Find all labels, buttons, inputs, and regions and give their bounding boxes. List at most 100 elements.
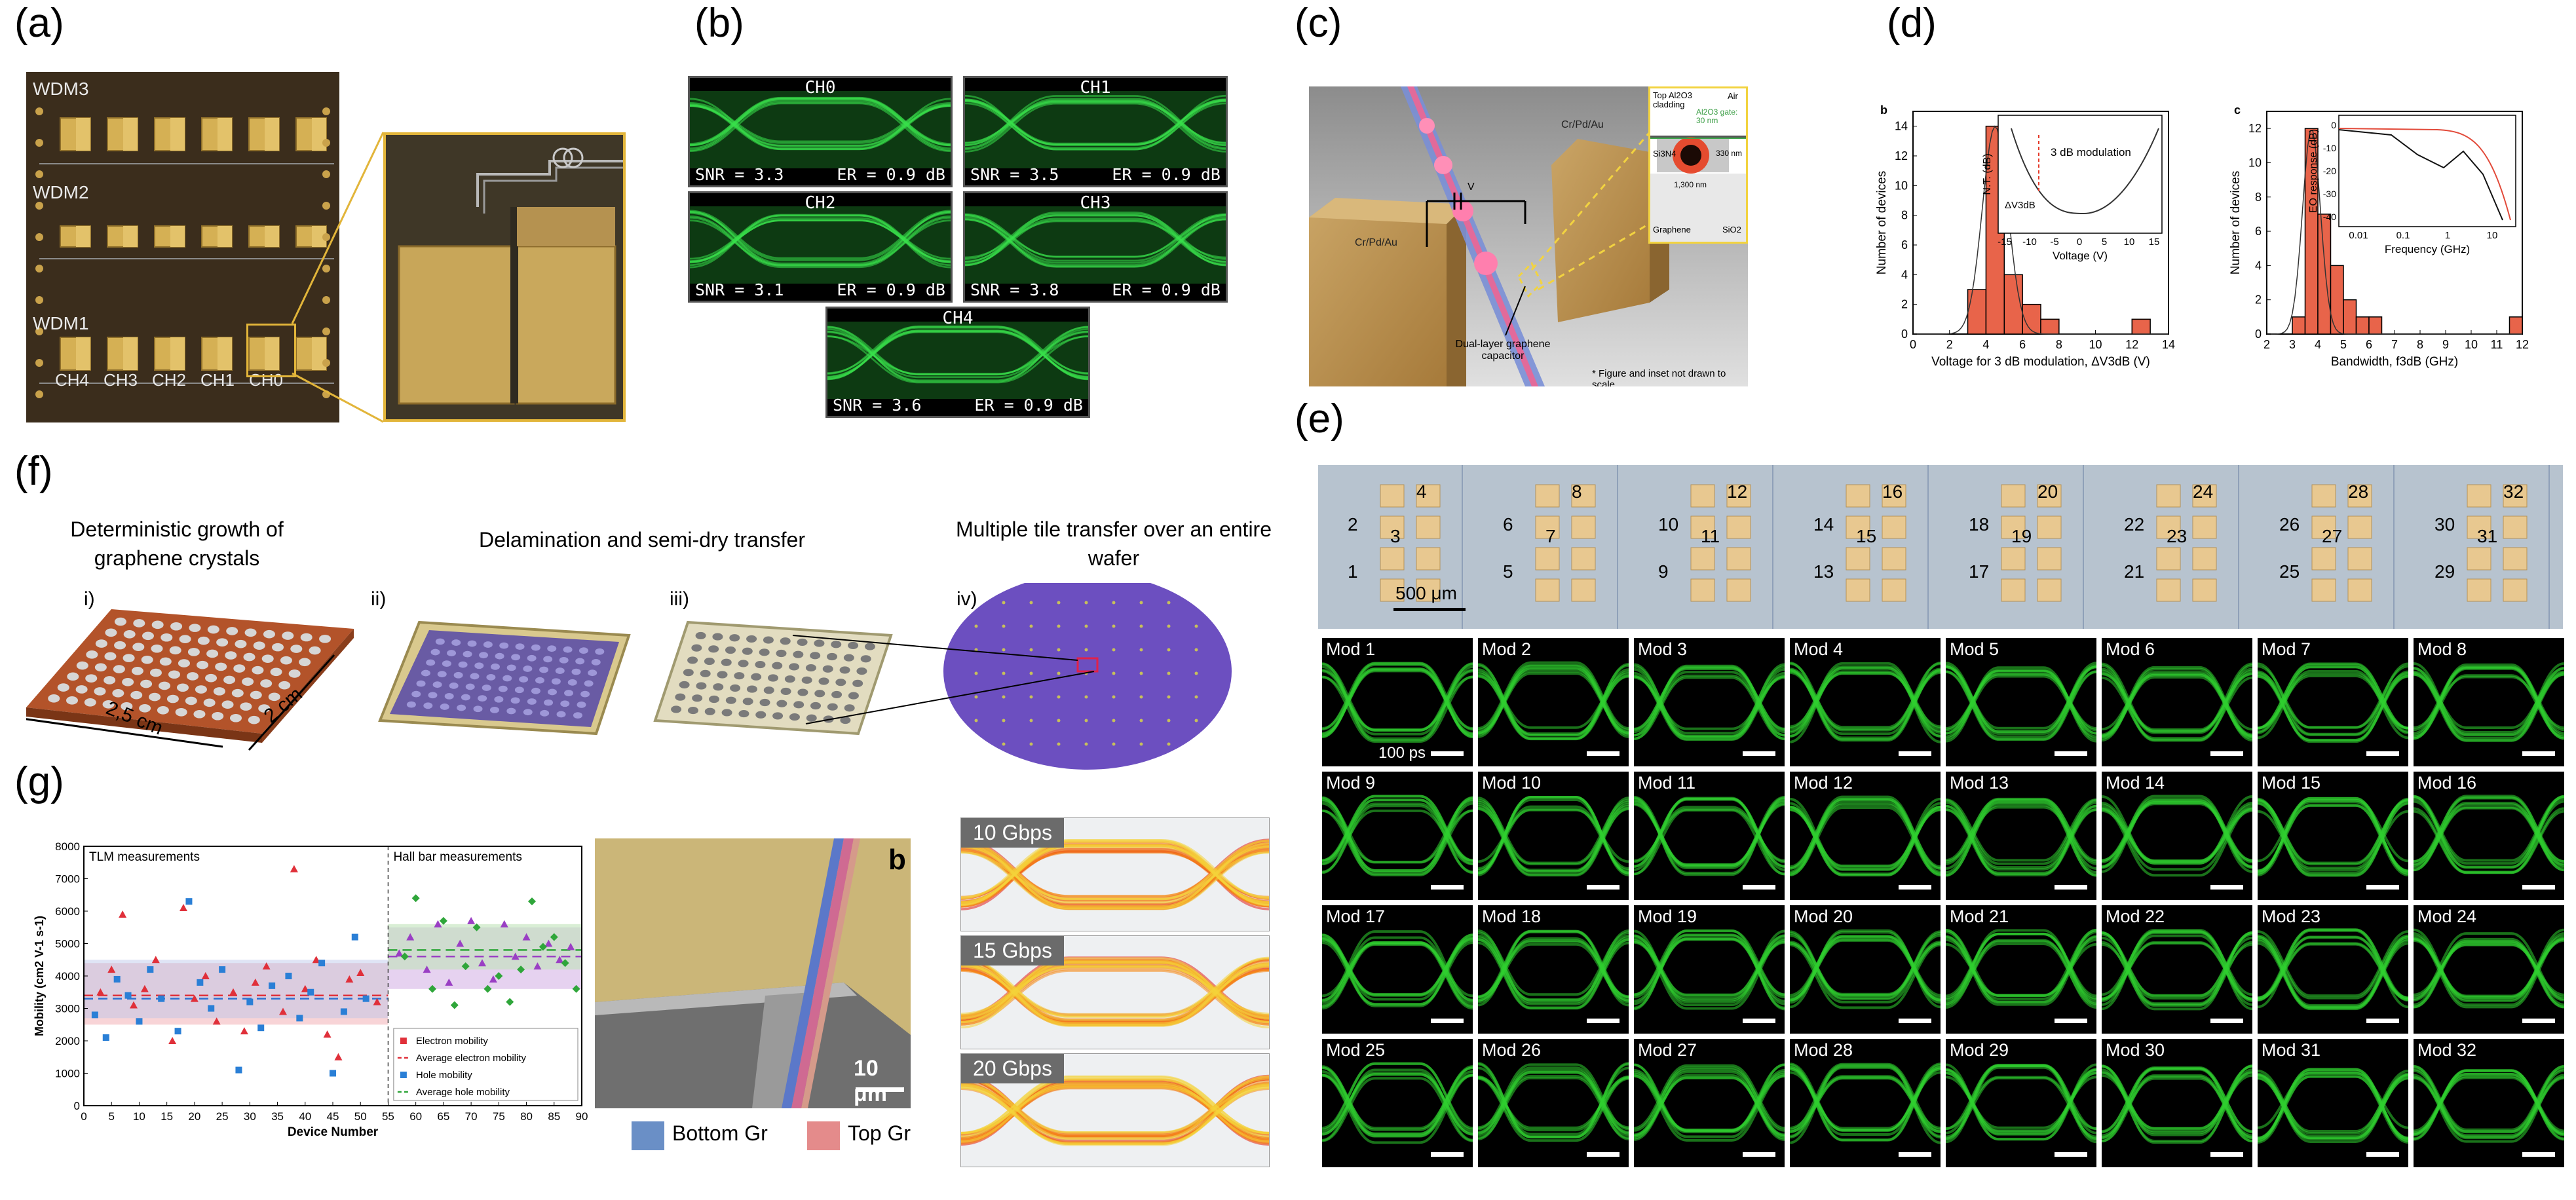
tile-dot: [1084, 601, 1088, 605]
eye-channel: CH3: [1080, 193, 1111, 213]
ch1-label: CH1: [200, 370, 235, 390]
pad: [2001, 547, 2026, 571]
crystal-dot: [746, 635, 757, 643]
tile-dot: [1112, 742, 1116, 746]
electron-point: [279, 1007, 287, 1015]
pad: [2156, 547, 2181, 571]
crystal-dot: [260, 679, 273, 688]
edge-pad: [35, 390, 43, 398]
x-tick-label: 4: [2315, 338, 2321, 351]
tile-dot: [1194, 624, 1198, 628]
electron-point: [323, 1030, 331, 1038]
eye-channel: CH1: [1080, 78, 1111, 98]
tile-dot: [1139, 648, 1143, 652]
crystal-dot: [95, 639, 107, 648]
crystal-dot: [560, 700, 570, 707]
y-tick-label: 8: [1901, 209, 1908, 222]
hist-bar: [2003, 274, 2023, 335]
crystal-dot: [151, 620, 164, 629]
x-tick-label: 80: [520, 1110, 533, 1123]
x-tick-label: 30: [244, 1110, 256, 1123]
crystal-dot: [48, 694, 60, 703]
hist-bar: [2355, 316, 2370, 335]
eye-snr: SNR = 3.8: [970, 280, 1059, 299]
panel-b-label: (b): [694, 1, 744, 46]
electron-point: [168, 1037, 177, 1044]
crystal-dot: [223, 675, 236, 684]
crystal-dot: [573, 712, 582, 719]
pad: [2347, 484, 2372, 508]
crystal-dot: [860, 655, 871, 663]
electron-point: [301, 984, 309, 992]
crystal-dot: [478, 695, 487, 702]
x-tick-label: 10: [133, 1110, 145, 1123]
x-tick-label: 3: [2289, 338, 2296, 351]
crystal-dot: [696, 682, 707, 690]
device-number: 13: [1813, 561, 1834, 582]
hole-point: [362, 995, 369, 1002]
electron-point: [544, 939, 553, 947]
hole-point: [174, 1028, 181, 1035]
electron-point: [119, 910, 127, 918]
chip-photo-a: WDM3 WDM2 WDM1 CH4 CH3 CH2 CH1 CH0: [26, 72, 339, 422]
x-tick-label: 8: [2056, 338, 2062, 351]
bond-pad-half: [170, 337, 185, 370]
tile-dot: [1084, 695, 1088, 699]
mod-label: Mod 23: [2262, 907, 2321, 926]
bottom-gr-swatch: [632, 1121, 664, 1150]
mod-eye-svg: [1634, 1063, 1785, 1142]
crystal-dot: [843, 654, 854, 662]
bond-pad-half: [265, 118, 279, 151]
pad: [1380, 484, 1405, 508]
inset-x-label: Frequency (GHz): [2385, 243, 2470, 255]
mod-label: Mod 7: [2262, 639, 2311, 659]
crystal-dot: [486, 674, 496, 681]
mod-label: Mod 18: [1482, 907, 1542, 926]
crystal-dot: [189, 624, 201, 632]
crystal-dot: [231, 688, 244, 698]
eye-snr: SNR = 3.6: [833, 396, 922, 415]
mod-label: Mod 22: [2106, 907, 2165, 926]
electron-point: [130, 1001, 138, 1009]
legend-marker: [400, 1038, 407, 1044]
hist-bar: [2131, 318, 2151, 335]
electron-point: [262, 962, 271, 970]
hole-point: [296, 1015, 303, 1022]
panel-c-label: (c): [1295, 1, 1342, 46]
crystal-dot: [797, 638, 808, 647]
electron-point: [107, 966, 116, 973]
crystal-dot: [225, 651, 237, 660]
x-tick-label: 25: [216, 1110, 229, 1123]
legend-label: Average hole mobility: [416, 1087, 510, 1098]
crystal-dot: [288, 669, 301, 678]
crystal-dot: [104, 652, 117, 661]
crystal-dot: [411, 690, 421, 698]
mod-label: Mod 8: [2417, 639, 2467, 659]
mod-label: Mod 14: [2106, 773, 2165, 793]
legend-label: Electron mobility: [416, 1036, 489, 1047]
crystal-dot: [683, 669, 694, 677]
crystal-dot: [139, 703, 151, 713]
hole-point: [400, 952, 409, 961]
sub-label: b: [1880, 103, 1887, 117]
edge-pad: [322, 170, 330, 178]
crystal-dot: [442, 660, 451, 667]
crystal-dot: [810, 652, 821, 660]
electrode-left-label: Cr/Pd/Au: [1355, 237, 1397, 248]
crystal-dot: [511, 654, 521, 661]
crystal-dot: [178, 659, 190, 667]
tile-dot: [1057, 719, 1061, 722]
pad: [2037, 547, 2062, 571]
mod-scale-bar: [1587, 751, 1619, 756]
crystal-dot: [463, 650, 472, 658]
crystal-dot: [713, 683, 724, 691]
crystal-dot: [221, 700, 234, 709]
edge-pad: [322, 139, 330, 147]
crystal-dot: [244, 628, 257, 637]
sem-sublabel: b: [888, 844, 906, 876]
electron-point: [556, 956, 564, 964]
crystal-dot: [759, 648, 770, 656]
